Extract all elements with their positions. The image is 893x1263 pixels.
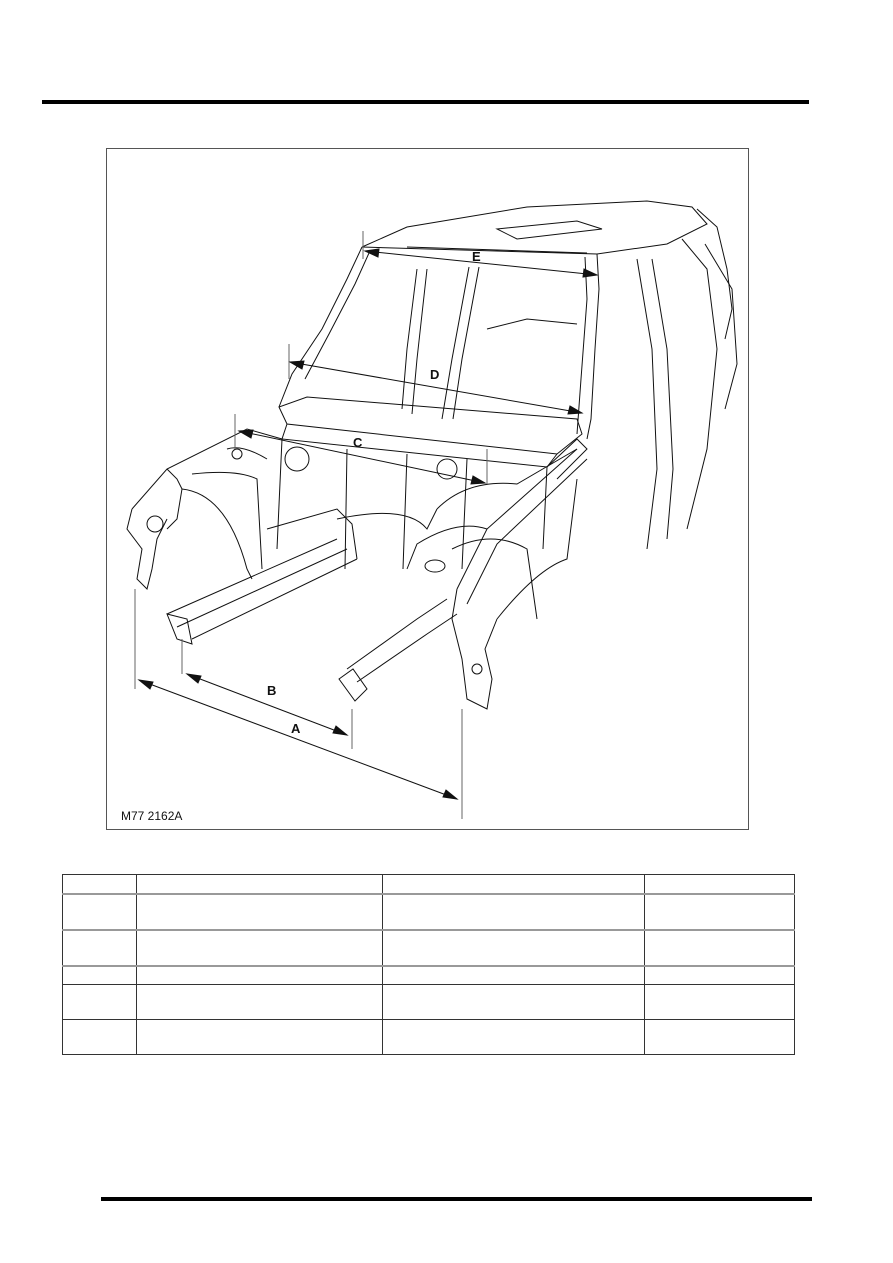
table-row [62, 1019, 796, 1055]
table-cell [381, 984, 645, 1020]
table-cell [135, 1019, 383, 1055]
dimension-label-d: D [430, 367, 439, 382]
body-dimensions-figure: A B C D E M77 2162A [106, 148, 749, 830]
table-cell [381, 874, 645, 895]
table-header-row [62, 874, 796, 895]
dimensions-table [62, 874, 796, 1055]
table-row [62, 893, 796, 931]
table-row [62, 929, 796, 967]
table-cell [135, 929, 383, 967]
table-row [62, 965, 796, 985]
dimension-label-e: E [472, 249, 481, 264]
header-rule [42, 100, 809, 104]
table-row [62, 984, 796, 1020]
table-cell [381, 1019, 645, 1055]
table-cell [381, 893, 645, 931]
figure-id-label: M77 2162A [121, 809, 183, 823]
dimension-label-b: B [267, 683, 276, 698]
table-cell [643, 965, 796, 985]
table-cell [381, 929, 645, 967]
table-cell [643, 1019, 796, 1055]
table-cell [135, 874, 383, 895]
dimension-label-a: A [291, 721, 301, 736]
table-cell [643, 893, 796, 931]
table-cell [643, 929, 796, 967]
table-cell [62, 893, 137, 931]
table-cell [643, 984, 796, 1020]
dimension-label-c: C [353, 435, 363, 450]
table-cell [135, 893, 383, 931]
table-cell [62, 929, 137, 967]
table-cell [135, 965, 383, 985]
table-cell [62, 984, 137, 1020]
vehicle-body-drawing: A B C D E [126, 200, 738, 819]
table-cell [135, 984, 383, 1020]
table-cell [62, 874, 137, 895]
table-cell [62, 965, 137, 985]
footer-rule [101, 1197, 812, 1201]
table-cell [643, 874, 796, 895]
table-cell [381, 965, 645, 985]
table-cell [62, 1019, 137, 1055]
